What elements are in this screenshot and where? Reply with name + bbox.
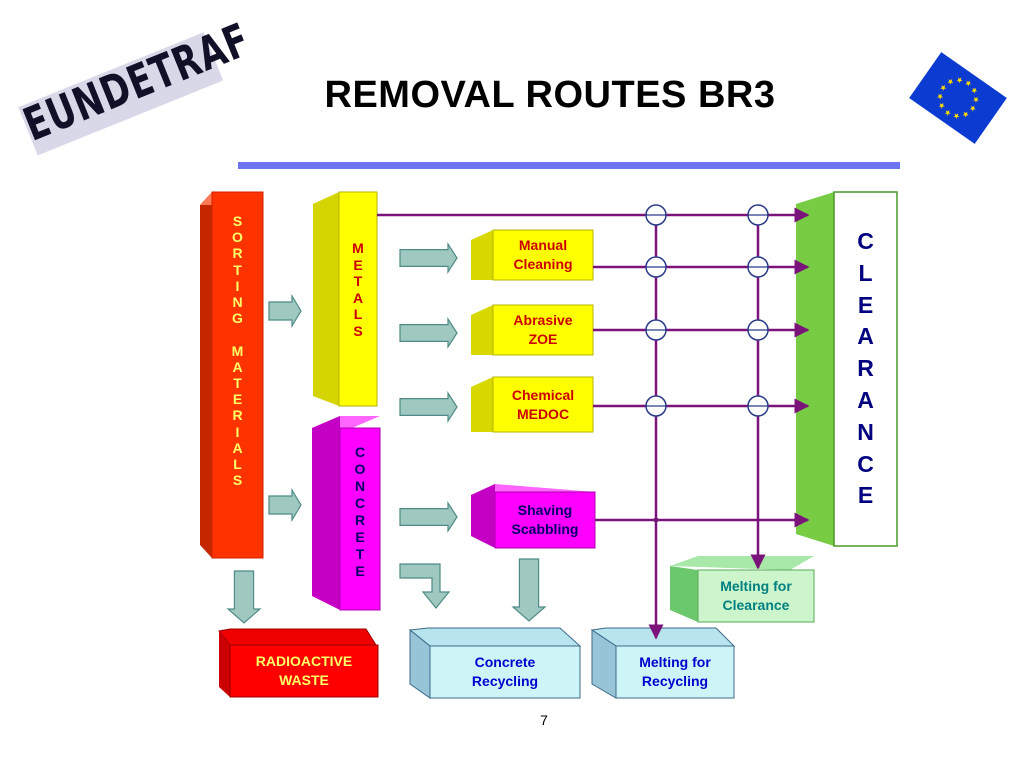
eu-star-icon xyxy=(947,79,954,85)
process-box-manual-cleaning xyxy=(471,229,594,281)
title-bar xyxy=(238,162,900,169)
process-box-chemical-medoc xyxy=(471,376,594,433)
process-box-abrasive-zoe xyxy=(471,304,594,356)
page-title: REMOVAL ROUTES BR3 xyxy=(324,74,776,116)
vertical-letter: E xyxy=(355,529,365,545)
vertical-letter: S xyxy=(232,213,243,229)
vertical-letter: M xyxy=(352,240,364,256)
block-arrow-icon xyxy=(511,558,547,622)
vertical-letter: L xyxy=(353,306,363,322)
block-arrow-icon xyxy=(399,316,458,350)
eu-star-icon xyxy=(953,113,960,120)
vertical-letter: I xyxy=(235,277,240,294)
eu-flag-icon xyxy=(909,52,1007,144)
vertical-letter: T xyxy=(355,546,365,562)
page-number: 7 xyxy=(540,712,548,728)
junction-dot xyxy=(653,517,659,523)
vertical-letter: M xyxy=(231,342,244,359)
sorting-materials-block xyxy=(200,191,264,559)
eu-star-icon xyxy=(969,105,976,112)
vertical-letter: O xyxy=(354,461,366,477)
vertical-letter: R xyxy=(232,245,243,262)
vertical-letter: E xyxy=(232,391,243,408)
vertical-letter: C xyxy=(354,444,366,460)
concrete-recycling-box xyxy=(408,627,582,699)
metals-block xyxy=(313,191,378,407)
vertical-letter: N xyxy=(232,294,243,311)
vertical-letter: T xyxy=(353,273,363,289)
vertical-letter: A xyxy=(232,358,243,375)
block-arrow-icon xyxy=(399,500,458,534)
vertical-letter: O xyxy=(232,229,243,246)
eu-star-icon xyxy=(956,77,963,84)
block-arrow-icon xyxy=(399,390,458,424)
vertical-letter: A xyxy=(857,386,874,413)
vertical-letter: R xyxy=(857,355,874,382)
eu-star-icon xyxy=(972,96,979,103)
vertical-letter: R xyxy=(232,407,243,424)
vertical-letter: R xyxy=(354,512,366,528)
vertical-letter: S xyxy=(353,322,363,339)
vertical-letter: E xyxy=(857,482,874,509)
vertical-letter: A xyxy=(352,289,364,306)
melting-clearance-box xyxy=(670,556,815,623)
vertical-letter: N xyxy=(354,478,366,494)
eu-star-icon xyxy=(965,80,972,87)
vertical-letter: E xyxy=(353,256,363,273)
eu-star-icon xyxy=(940,85,947,91)
vertical-letter: L xyxy=(858,259,873,286)
vertical-letter: T xyxy=(233,375,242,392)
block-arrow-icon xyxy=(226,570,262,624)
vertical-letter: T xyxy=(233,261,242,278)
process-box-shaving-scabbling xyxy=(471,484,596,549)
vertical-letter: A xyxy=(232,439,243,456)
eu-star-icon xyxy=(938,102,945,109)
block-arrow-icon xyxy=(399,241,458,275)
vertical-letter: I xyxy=(235,423,240,440)
eu-star-icon xyxy=(944,110,951,116)
vertical-letter: G xyxy=(232,310,243,327)
eu-star-icon xyxy=(971,87,978,94)
block-arrow-icon xyxy=(268,293,302,329)
vertical-letter: C xyxy=(354,495,366,511)
block-arrow-icon xyxy=(268,487,302,523)
vertical-letter: C xyxy=(857,228,874,254)
vertical-letter: L xyxy=(233,456,242,473)
eu-star-icon xyxy=(962,111,969,118)
concrete-block xyxy=(312,416,381,611)
vertical-letter: E xyxy=(355,563,365,579)
bent-arrow-icon xyxy=(399,563,451,609)
eu-star-icon xyxy=(937,93,944,100)
vertical-letter: N xyxy=(857,418,874,445)
vertical-letter: C xyxy=(857,450,874,477)
vertical-letter: A xyxy=(857,323,874,350)
radioactive-waste-box xyxy=(218,628,379,698)
vertical-letter: E xyxy=(857,291,874,318)
clearance-block xyxy=(796,191,898,547)
letter-gap xyxy=(236,326,240,342)
vertical-letter: S xyxy=(232,472,243,489)
